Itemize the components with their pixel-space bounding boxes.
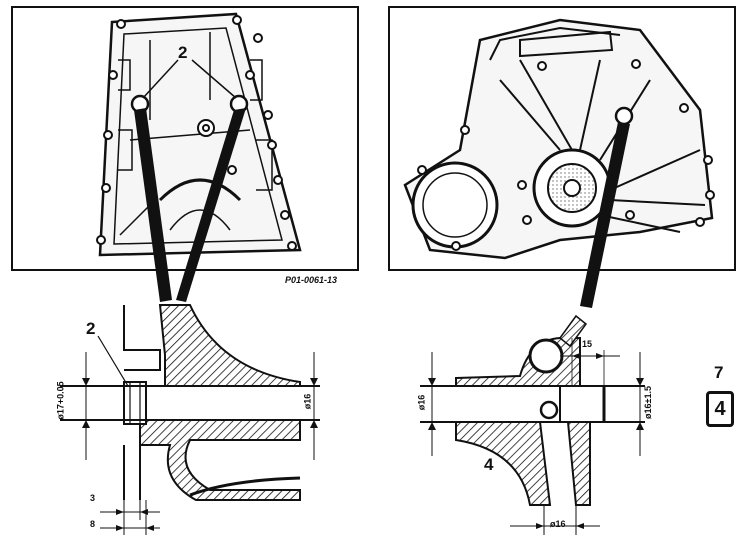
chapter-number: 7 <box>714 363 724 382</box>
right-leader-wedge <box>580 122 630 308</box>
dim-right-diameter-b: ø16±1.5 <box>642 386 653 419</box>
section-tab-label: 4 <box>714 397 726 420</box>
callout-left-top: 2 <box>178 43 188 62</box>
right-section-detail <box>420 314 645 535</box>
dim-right-depth: 15 <box>582 339 593 349</box>
right-housing-view <box>388 6 736 271</box>
left-section-detail <box>60 304 320 535</box>
section-tab: 4 <box>706 391 734 427</box>
dim-inner-diameter-left: ø16 <box>302 393 313 410</box>
dim-right-bottom: ø16 <box>550 519 566 529</box>
dim-depth-a: 3 <box>90 493 96 503</box>
dim-depth-b: 8 <box>90 519 96 529</box>
dim-right-diameter: ø16 <box>416 394 427 411</box>
left-leader-wedges <box>134 108 246 302</box>
dim-outer-diameter: ø17+0.05 <box>55 381 66 420</box>
figure-reference-code: P01-0061-13 <box>285 275 338 285</box>
callout-right-part: 4 <box>484 455 494 474</box>
callout-left-bush: 2 <box>86 319 96 338</box>
